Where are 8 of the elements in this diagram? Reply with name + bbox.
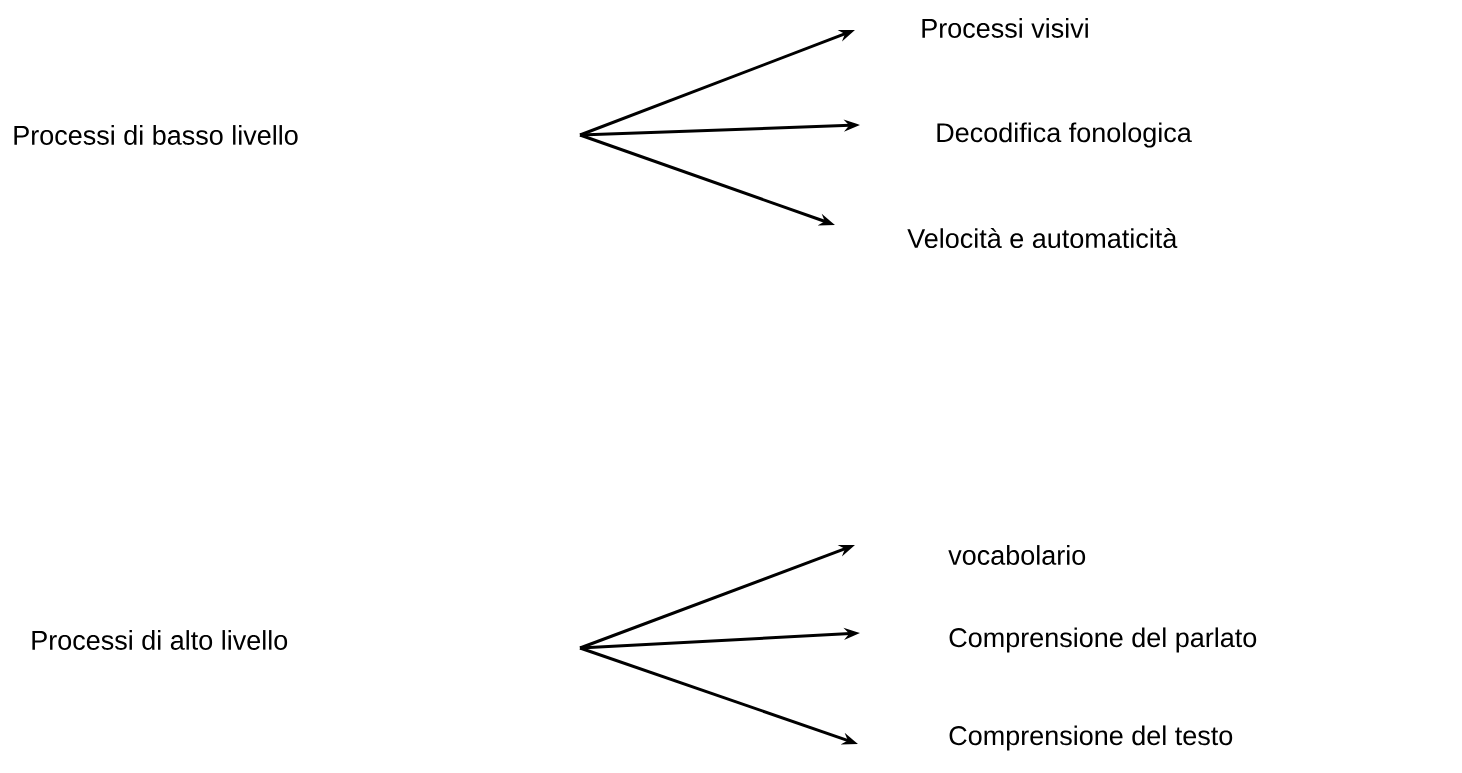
node-label: Processi di basso livello	[14, 125, 298, 145]
node-label: vocabolario	[948, 545, 1086, 565]
node-label: Decodifica fonologica	[937, 122, 1192, 148]
node-label: Processi visivi	[922, 18, 1088, 38]
node-label: Comprensione del testo	[949, 725, 1233, 751]
node-label: Processi di alto livello	[32, 630, 288, 650]
node-label: Velocità e automaticità	[907, 227, 1178, 249]
node-label: Comprensione del parlato	[949, 627, 1257, 653]
